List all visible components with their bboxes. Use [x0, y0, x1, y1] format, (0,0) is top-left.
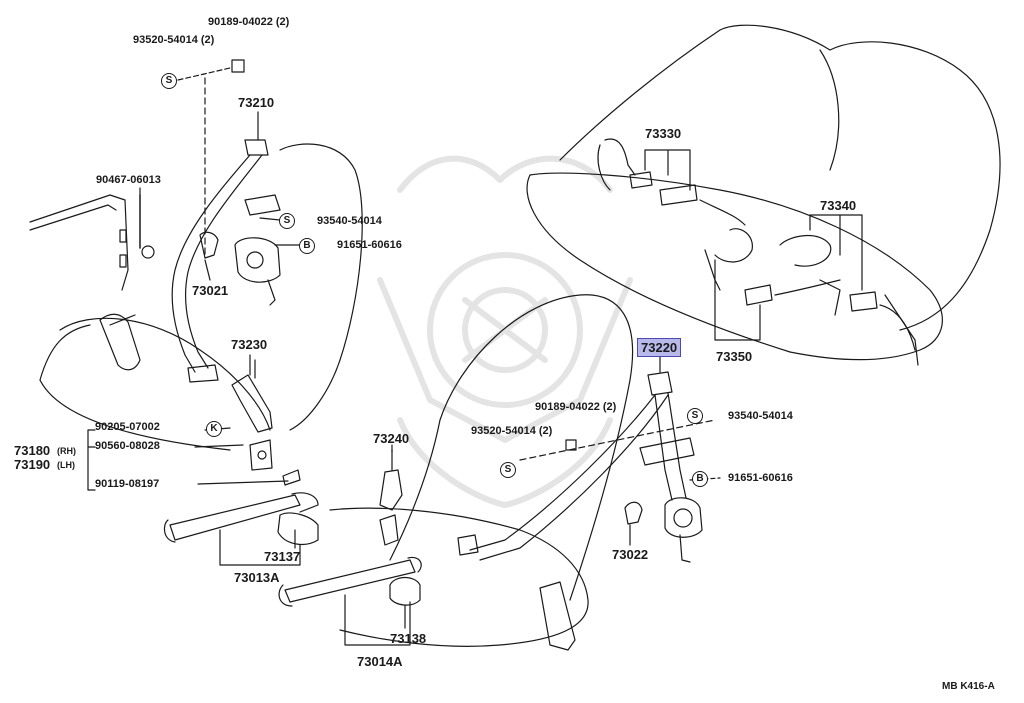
diagram-code: MB K416-A — [942, 681, 995, 692]
screw-symbol-right-2: S — [687, 408, 703, 424]
label-90189-04022-upper[interactable]: 90189-04022 (2) — [208, 16, 290, 28]
right-front-seat — [329, 294, 634, 647]
label-73190-side: (LH) — [57, 460, 75, 470]
nut-right — [565, 439, 577, 451]
bolt-head-90467 — [141, 245, 155, 259]
left-door-frame — [29, 194, 129, 291]
label-73330[interactable]: 73330 — [645, 126, 682, 141]
label-73220-selected[interactable]: 73220 — [637, 338, 682, 357]
label-73350[interactable]: 73350 — [716, 349, 753, 364]
label-93540-54014-left[interactable]: 93540-54014 — [317, 215, 382, 227]
label-93520-54014-upper[interactable]: 93520-54014 (2) — [133, 34, 215, 46]
callout-73021 — [204, 259, 211, 281]
label-91651-60616-left[interactable]: 91651-60616 — [337, 239, 402, 251]
leader-screw-upper — [177, 67, 231, 81]
cover-73137 — [277, 512, 319, 546]
label-73137[interactable]: 73137 — [264, 549, 301, 564]
label-73021[interactable]: 73021 — [192, 283, 229, 298]
label-91651-60616-right[interactable]: 91651-60616 — [728, 472, 793, 484]
label-90119-08197[interactable]: 90119-08197 — [95, 478, 160, 490]
screw-symbol-right: S — [500, 462, 516, 478]
callout-73340 — [809, 214, 863, 291]
label-90467-06013[interactable]: 90467-06013 — [96, 174, 161, 186]
label-93520-54014-right[interactable]: 93520-54014 (2) — [471, 425, 553, 437]
label-73022[interactable]: 73022 — [612, 547, 649, 562]
label-90205-07002[interactable]: 90205-07002 — [95, 421, 160, 433]
cover-73138 — [389, 576, 421, 606]
rear-belts — [597, 138, 916, 351]
belt-73210 — [99, 139, 281, 383]
label-73180-side: (RH) — [57, 446, 76, 456]
leaders-73180 — [194, 427, 289, 485]
callout-73014a — [344, 594, 411, 646]
label-73190[interactable]: 73190 — [14, 457, 51, 472]
bolt-symbol-left: B — [299, 238, 315, 254]
label-73340[interactable]: 73340 — [820, 198, 857, 213]
callout-73350 — [714, 259, 761, 341]
label-73240[interactable]: 73240 — [373, 431, 410, 446]
nut-upper — [231, 59, 245, 73]
callout-73013a — [219, 529, 301, 566]
label-93540-54014-right[interactable]: 93540-54014 — [728, 410, 793, 422]
sleeve-73013a — [163, 492, 319, 543]
label-73180[interactable]: 73180 — [14, 443, 51, 458]
leader-dashed-right-s — [519, 419, 716, 461]
screw-symbol-left: S — [279, 213, 295, 229]
nut-symbol-k: K — [206, 421, 222, 437]
bracket-ticks-73180 — [87, 429, 96, 491]
bracket-73240 — [379, 449, 403, 546]
rear-seat — [526, 24, 1001, 366]
sleeve-73014a — [278, 556, 422, 607]
watermark-emblem — [377, 155, 633, 508]
label-90560-08028[interactable]: 90560-08028 — [95, 440, 160, 452]
label-73138[interactable]: 73138 — [390, 631, 427, 646]
label-73210[interactable]: 73210 — [238, 95, 275, 110]
bolt-symbol-right: B — [692, 471, 708, 487]
callout-73330 — [644, 149, 691, 191]
leaders-screw-bolt-upper — [259, 217, 301, 246]
anchor-73230 — [231, 359, 273, 433]
screw-symbol-upper: S — [161, 73, 177, 89]
bracket-73180 — [249, 439, 301, 486]
label-73013a[interactable]: 73013A — [234, 570, 280, 585]
left-seat-back — [39, 143, 363, 451]
label-90189-04022-right[interactable]: 90189-04022 (2) — [535, 401, 617, 413]
label-73230[interactable]: 73230 — [231, 337, 268, 352]
label-73014a[interactable]: 73014A — [357, 654, 403, 669]
belt-73220 — [457, 371, 703, 651]
